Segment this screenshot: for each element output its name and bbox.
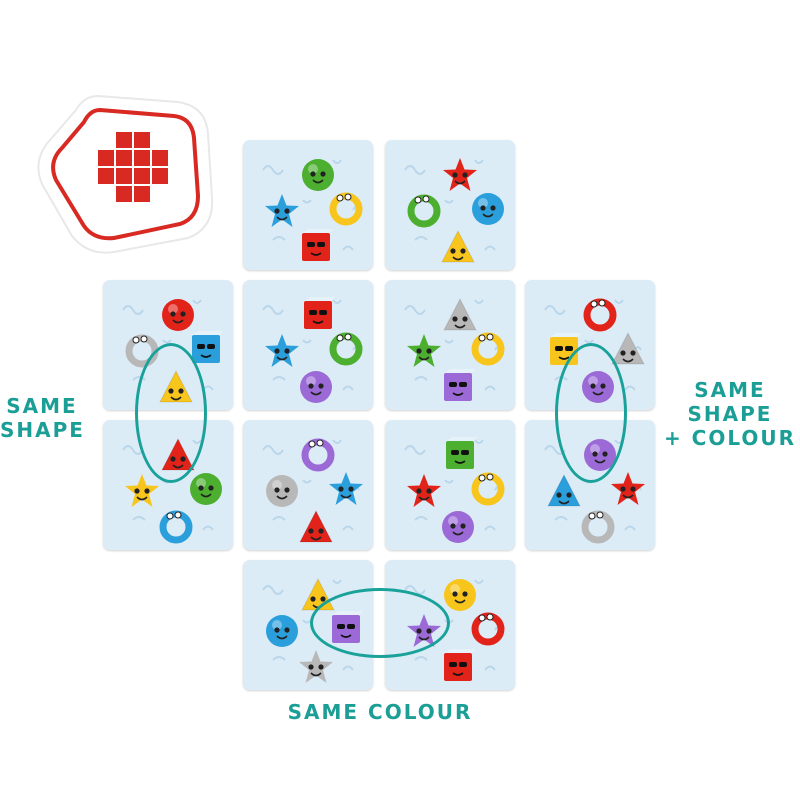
same-shape-colour-label-line1: SAME — [694, 378, 766, 402]
yellow-ring-icon — [469, 330, 507, 368]
same-shape-label-line2: SHAPE — [0, 418, 85, 442]
same-shape-label: SAME SHAPE — [0, 394, 84, 442]
green-circle-icon — [299, 156, 337, 194]
same-shape-highlight — [135, 343, 207, 483]
tile-5[interactable] — [385, 280, 515, 410]
tile-9[interactable] — [385, 420, 515, 550]
yellow-star-icon — [123, 472, 161, 510]
same-colour-highlight — [310, 588, 450, 658]
tile-pattern — [262, 579, 360, 671]
green-ring-icon — [327, 330, 365, 368]
same-colour-label: SAME COLOUR — [287, 700, 473, 724]
same-shape-label-line1: SAME — [6, 394, 78, 418]
red-square-icon — [439, 648, 477, 686]
red-star-icon — [441, 156, 479, 194]
yellow-circle-icon — [441, 576, 479, 614]
green-square-icon — [441, 436, 479, 474]
blue-star-icon — [327, 470, 365, 508]
same-shape-colour-label: SAME SHAPE + COLOUR — [660, 378, 800, 450]
blue-circle-icon — [469, 190, 507, 228]
green-star-icon — [405, 332, 443, 370]
tile-pattern — [404, 159, 502, 251]
green-ring-icon — [405, 192, 443, 230]
tile-2[interactable] — [385, 140, 515, 270]
purple-circle-icon — [297, 368, 335, 406]
blue-square-icon — [187, 330, 225, 368]
green-circle-icon — [187, 470, 225, 508]
red-triangle-icon — [297, 508, 335, 546]
tile-pattern — [262, 439, 360, 531]
blue-circle-icon — [263, 612, 301, 650]
grey-triangle-icon — [609, 330, 647, 368]
same-shape-colour-label-line3: + COLOUR — [663, 426, 797, 450]
tile-pattern — [404, 579, 502, 671]
red-square-icon — [297, 228, 335, 266]
red-star-icon — [609, 470, 647, 508]
red-square-icon — [299, 296, 337, 334]
same-shape-colour-label-line2: SHAPE — [687, 402, 773, 426]
grey-triangle-icon — [441, 296, 479, 334]
red-star-icon — [405, 472, 443, 510]
tile-pattern — [262, 299, 360, 391]
purple-square-icon — [439, 368, 477, 406]
tile-grid-badge-icon — [28, 88, 218, 258]
tile-pattern — [262, 159, 360, 251]
red-ring-icon — [469, 610, 507, 648]
grey-circle-icon — [263, 472, 301, 510]
blue-star-icon — [263, 332, 301, 370]
yellow-ring-icon — [469, 470, 507, 508]
tile-pattern — [404, 439, 502, 531]
purple-circle-icon — [439, 508, 477, 546]
red-ring-icon — [581, 296, 619, 334]
same-shape-colour-highlight — [555, 343, 627, 483]
blue-triangle-icon — [545, 472, 583, 510]
yellow-ring-icon — [327, 190, 365, 228]
blue-star-icon — [263, 192, 301, 230]
tile-8[interactable] — [243, 420, 373, 550]
tile-1[interactable] — [243, 140, 373, 270]
tile-pattern — [404, 299, 502, 391]
purple-ring-icon — [299, 436, 337, 474]
yellow-triangle-icon — [439, 228, 477, 266]
grey-star-icon — [297, 648, 335, 686]
grey-ring-icon — [579, 508, 617, 546]
red-circle-icon — [159, 296, 197, 334]
tile-4[interactable] — [243, 280, 373, 410]
blue-ring-icon — [157, 508, 195, 546]
badge-squares — [98, 132, 168, 202]
